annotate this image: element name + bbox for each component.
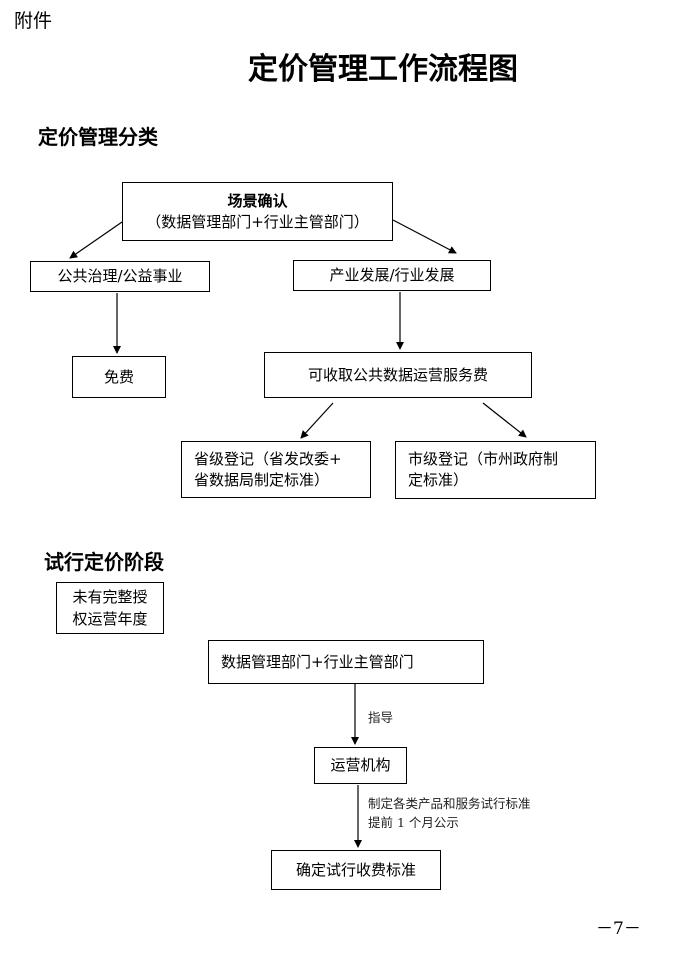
arrow-fee-to-municipal <box>482 402 527 438</box>
scene-confirm-subtitle: （数据管理部门+行业主管部门） <box>146 212 369 231</box>
guide-note: 指导 <box>368 710 394 725</box>
municipal-registration-line1: 市级登记（市州政府制 <box>408 450 559 468</box>
municipal-registration-box: 市级登记（市州政府制 定标准） <box>395 441 596 499</box>
service-fee-box: 可收取公共数据运营服务费 <box>264 352 532 398</box>
section-heading-classification: 定价管理分类 <box>38 125 158 149</box>
arrow-fee-to-provincial <box>300 402 334 439</box>
scene-confirm-box: 场景确认 （数据管理部门+行业主管部门） <box>122 182 393 241</box>
public-governance-box: 公共治理/公益事业 <box>30 261 210 292</box>
section-heading-trial-pricing: 试行定价阶段 <box>44 550 164 574</box>
provincial-registration-line2: 省数据局制定标准） <box>194 470 330 489</box>
data-dept-box: 数据管理部门+行业主管部门 <box>208 640 484 684</box>
scene-confirm-title: 场景确认 <box>227 191 288 210</box>
free-box: 免费 <box>72 356 166 398</box>
attachment-label: 附件 <box>14 10 53 32</box>
page-title: 定价管理工作流程图 <box>248 52 518 87</box>
trial-standard-note-line1: 制定各类产品和服务试行标准 <box>368 796 531 811</box>
industry-development-box: 产业发展/行业发展 <box>293 260 491 291</box>
page-number: －7－ <box>596 919 641 939</box>
arrow-scene-to-industry <box>392 219 457 254</box>
operator-box: 运营机构 <box>314 747 407 784</box>
provincial-registration-box: 省级登记（省发改委+ 省数据局制定标准） <box>181 441 371 498</box>
trial-standard-note: 制定各类产品和服务试行标准 提前 1 个月公示 <box>368 794 531 832</box>
confirm-trial-fee-box: 确定试行收费标准 <box>271 850 441 890</box>
provincial-registration-line1: 省级登记（省发改委+ <box>194 449 342 468</box>
municipal-registration-line2: 定标准） <box>408 471 469 489</box>
unauthorized-year-box: 未有完整授 权运营年度 <box>56 582 164 634</box>
trial-standard-note-line2: 提前 1 个月公示 <box>368 815 459 830</box>
unauthorized-year-line2: 权运营年度 <box>72 610 148 628</box>
arrow-scene-to-public <box>69 221 123 259</box>
unauthorized-year-line1: 未有完整授 <box>72 588 148 606</box>
